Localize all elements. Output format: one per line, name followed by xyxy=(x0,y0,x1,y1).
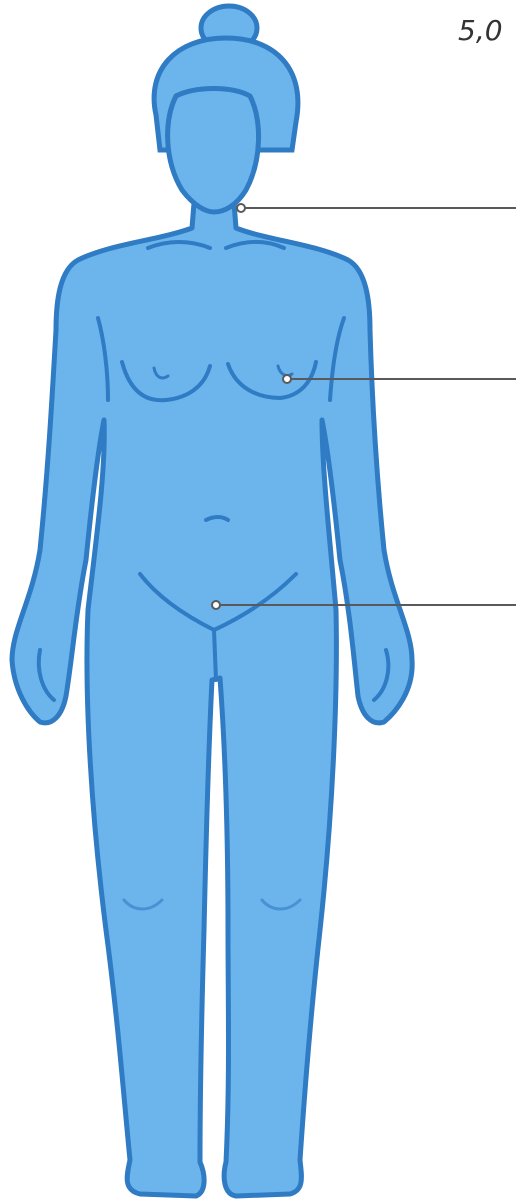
callout-dot-pelvis xyxy=(212,601,220,609)
callout-dot-neck xyxy=(237,204,245,212)
face xyxy=(168,89,259,213)
callout-dot-breast xyxy=(283,375,291,383)
body-silhouette xyxy=(12,178,412,1196)
leg-divider xyxy=(214,630,216,680)
